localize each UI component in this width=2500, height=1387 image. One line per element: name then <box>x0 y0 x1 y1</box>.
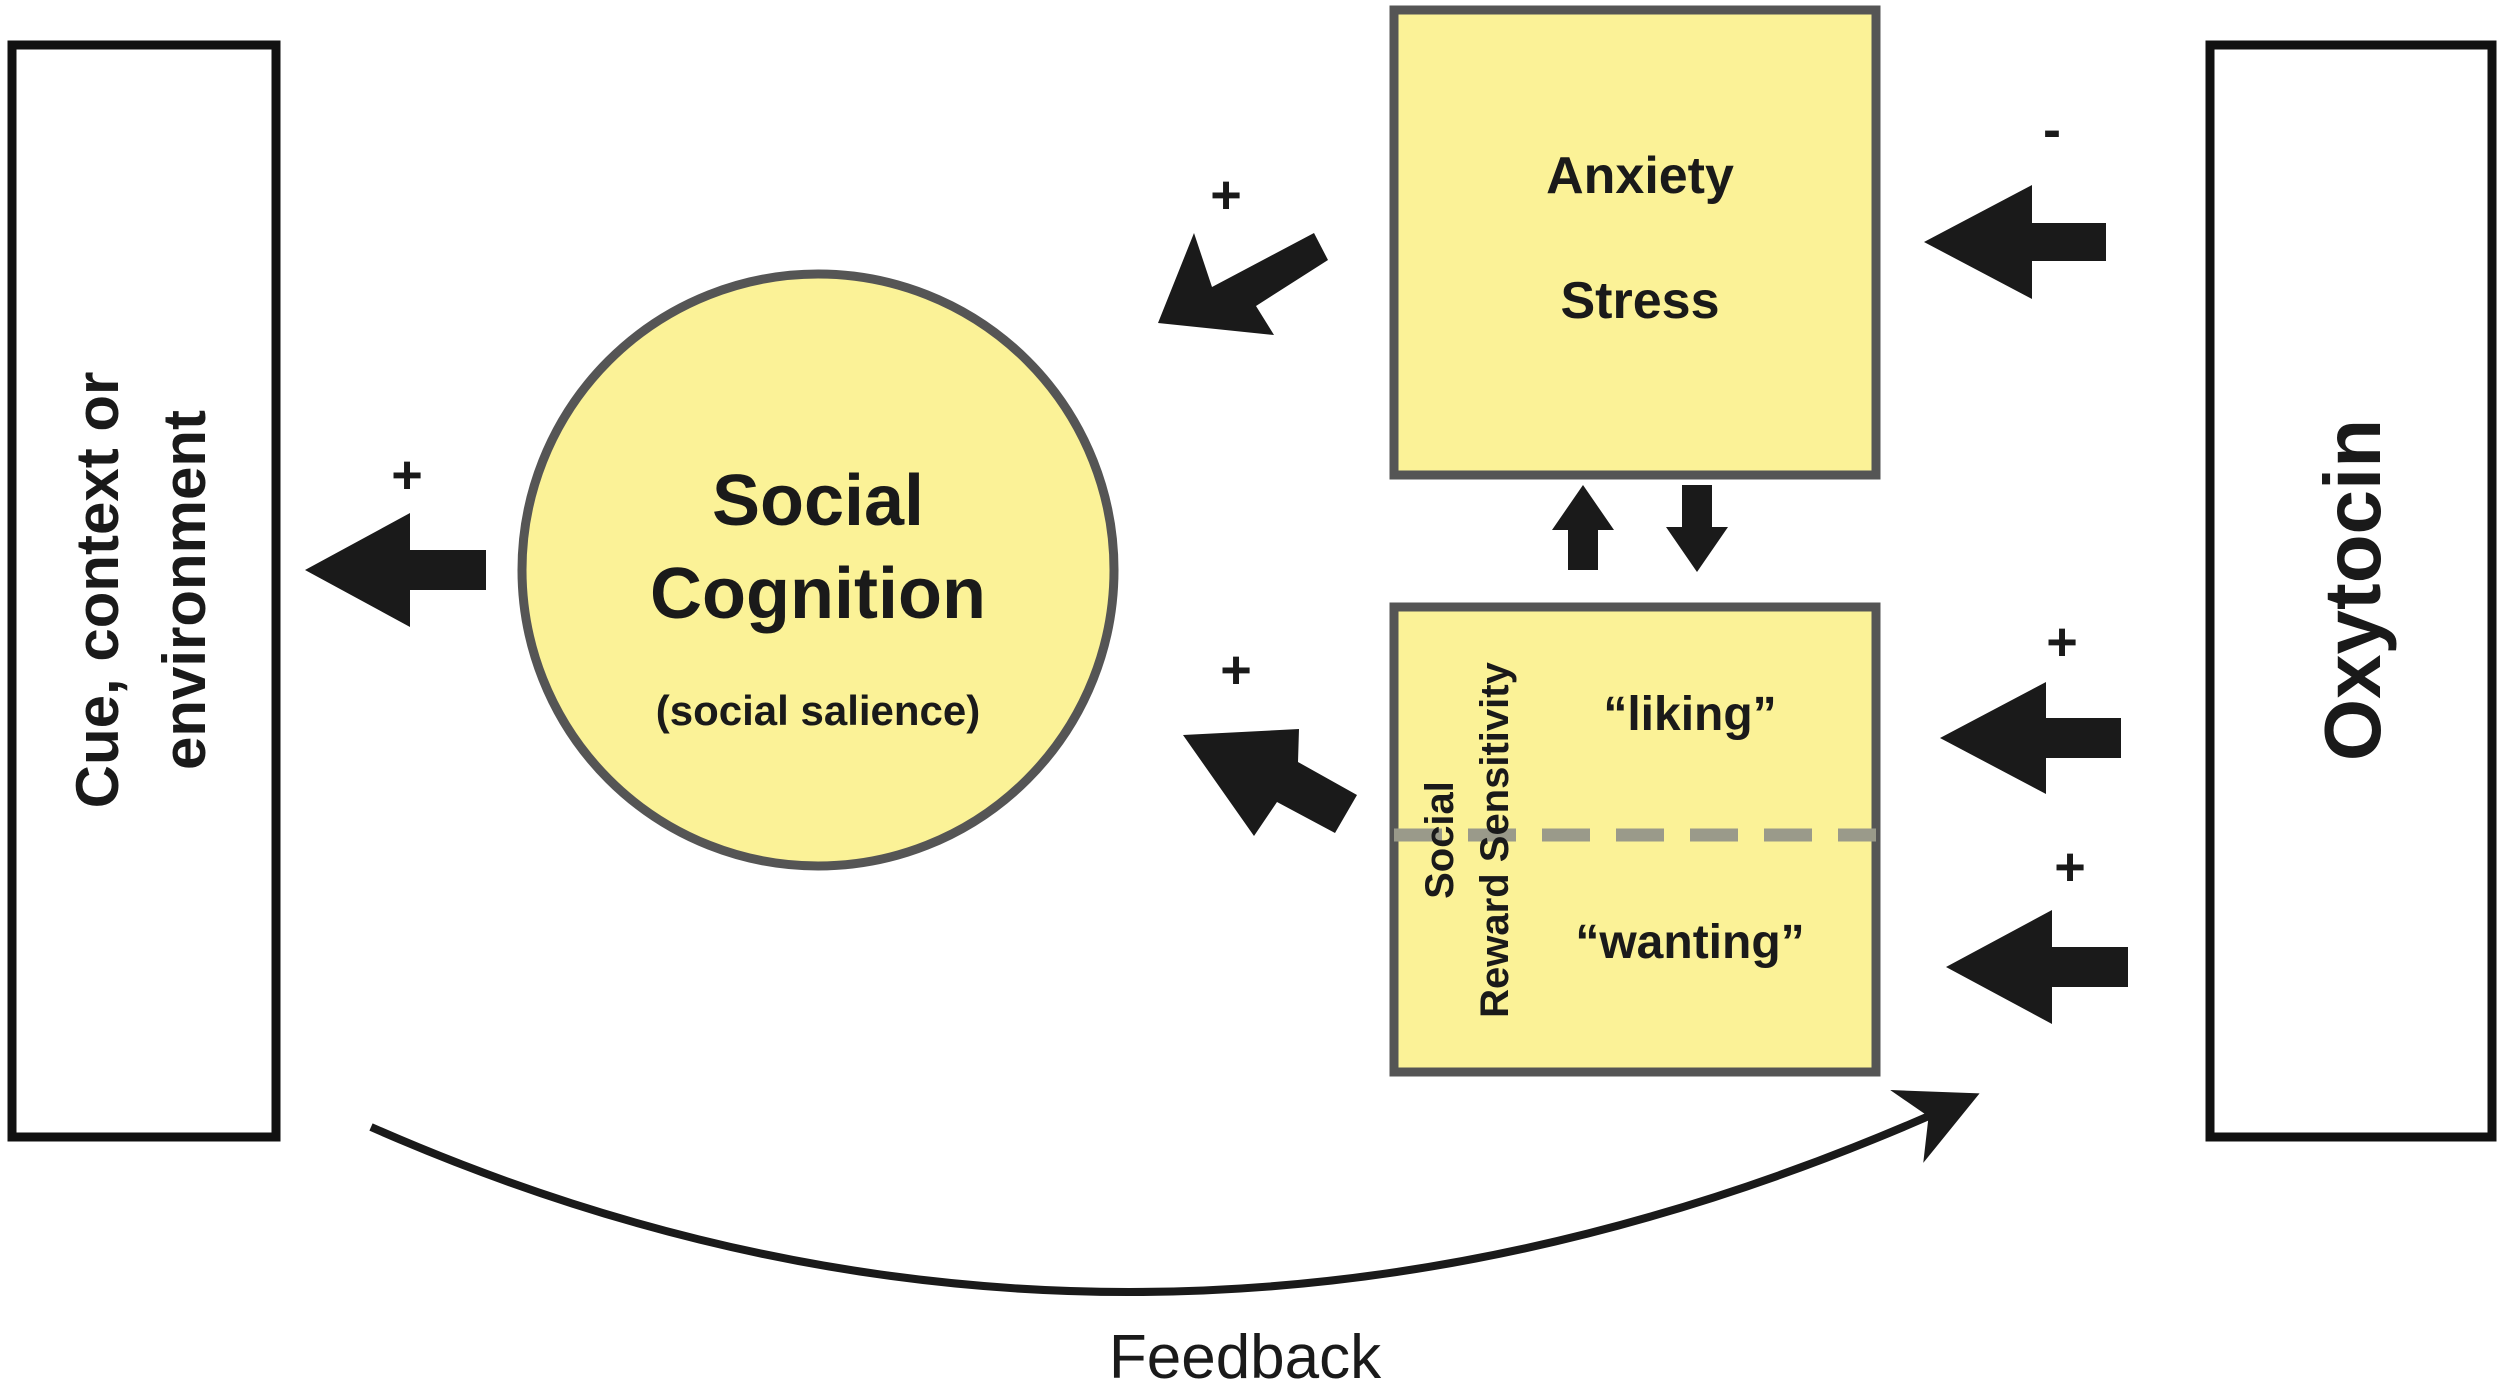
reward-to-cognition-arrow: + <box>1183 640 1357 836</box>
anxiety-stress-box: Anxiety Stress <box>1389 5 1881 480</box>
feedback-label: Feedback <box>1109 1323 1382 1387</box>
anxiety-label: Anxiety <box>1546 147 1734 205</box>
oxytocin-to-anxiety-arrow: - <box>1924 100 2106 299</box>
social-reward-box: Social Reward Sensitivity “liking” “want… <box>1389 602 1881 1077</box>
cue-context-box: Cue, context or environment <box>7 40 281 1142</box>
cognition-to-cue-arrow: + <box>305 445 486 627</box>
cue-context-label-line1: Cue, context or <box>64 372 131 809</box>
cue-context-label-line2: environment <box>151 410 218 770</box>
wanting-label: “wanting” <box>1575 916 1804 969</box>
social-salience-label: (social salience) <box>656 687 981 734</box>
social-cognition-line1: Social <box>712 461 924 541</box>
liking-label: “liking” <box>1603 688 1776 741</box>
cognition-to-cue-sign: + <box>391 445 423 505</box>
feedback-arrow: Feedback <box>369 1090 1980 1387</box>
oxytocin-label: Oxytocin <box>2308 419 2397 761</box>
oxytocin-to-liking-sign: + <box>2046 612 2078 672</box>
reward-side-label-line1: Social <box>1418 781 1462 899</box>
oxytocin-to-anxiety-sign: - <box>2043 100 2061 160</box>
oxytocin-to-wanting-sign: + <box>2054 837 2086 897</box>
anxiety-to-cognition-sign: + <box>1210 165 1242 225</box>
oxytocin-to-wanting-arrow: + <box>1946 837 2128 1024</box>
stress-label: Stress <box>1561 272 1720 330</box>
oxytocin-to-liking-arrow: + <box>1940 612 2121 794</box>
social-cognition-circle: Social Cognition (social salience) <box>517 269 1119 871</box>
reward-to-cognition-sign: + <box>1220 640 1252 700</box>
social-cognition-line2: Cognition <box>650 554 986 634</box>
anxiety-to-cognition-arrow: + <box>1158 165 1328 335</box>
reward-side-label-line2: Reward Sensitivity <box>1473 661 1517 1017</box>
oxytocin-box: Oxytocin <box>2205 40 2497 1142</box>
reward-to-anxiety-arrow <box>1552 485 1614 570</box>
anxiety-to-reward-arrow <box>1666 485 1728 572</box>
